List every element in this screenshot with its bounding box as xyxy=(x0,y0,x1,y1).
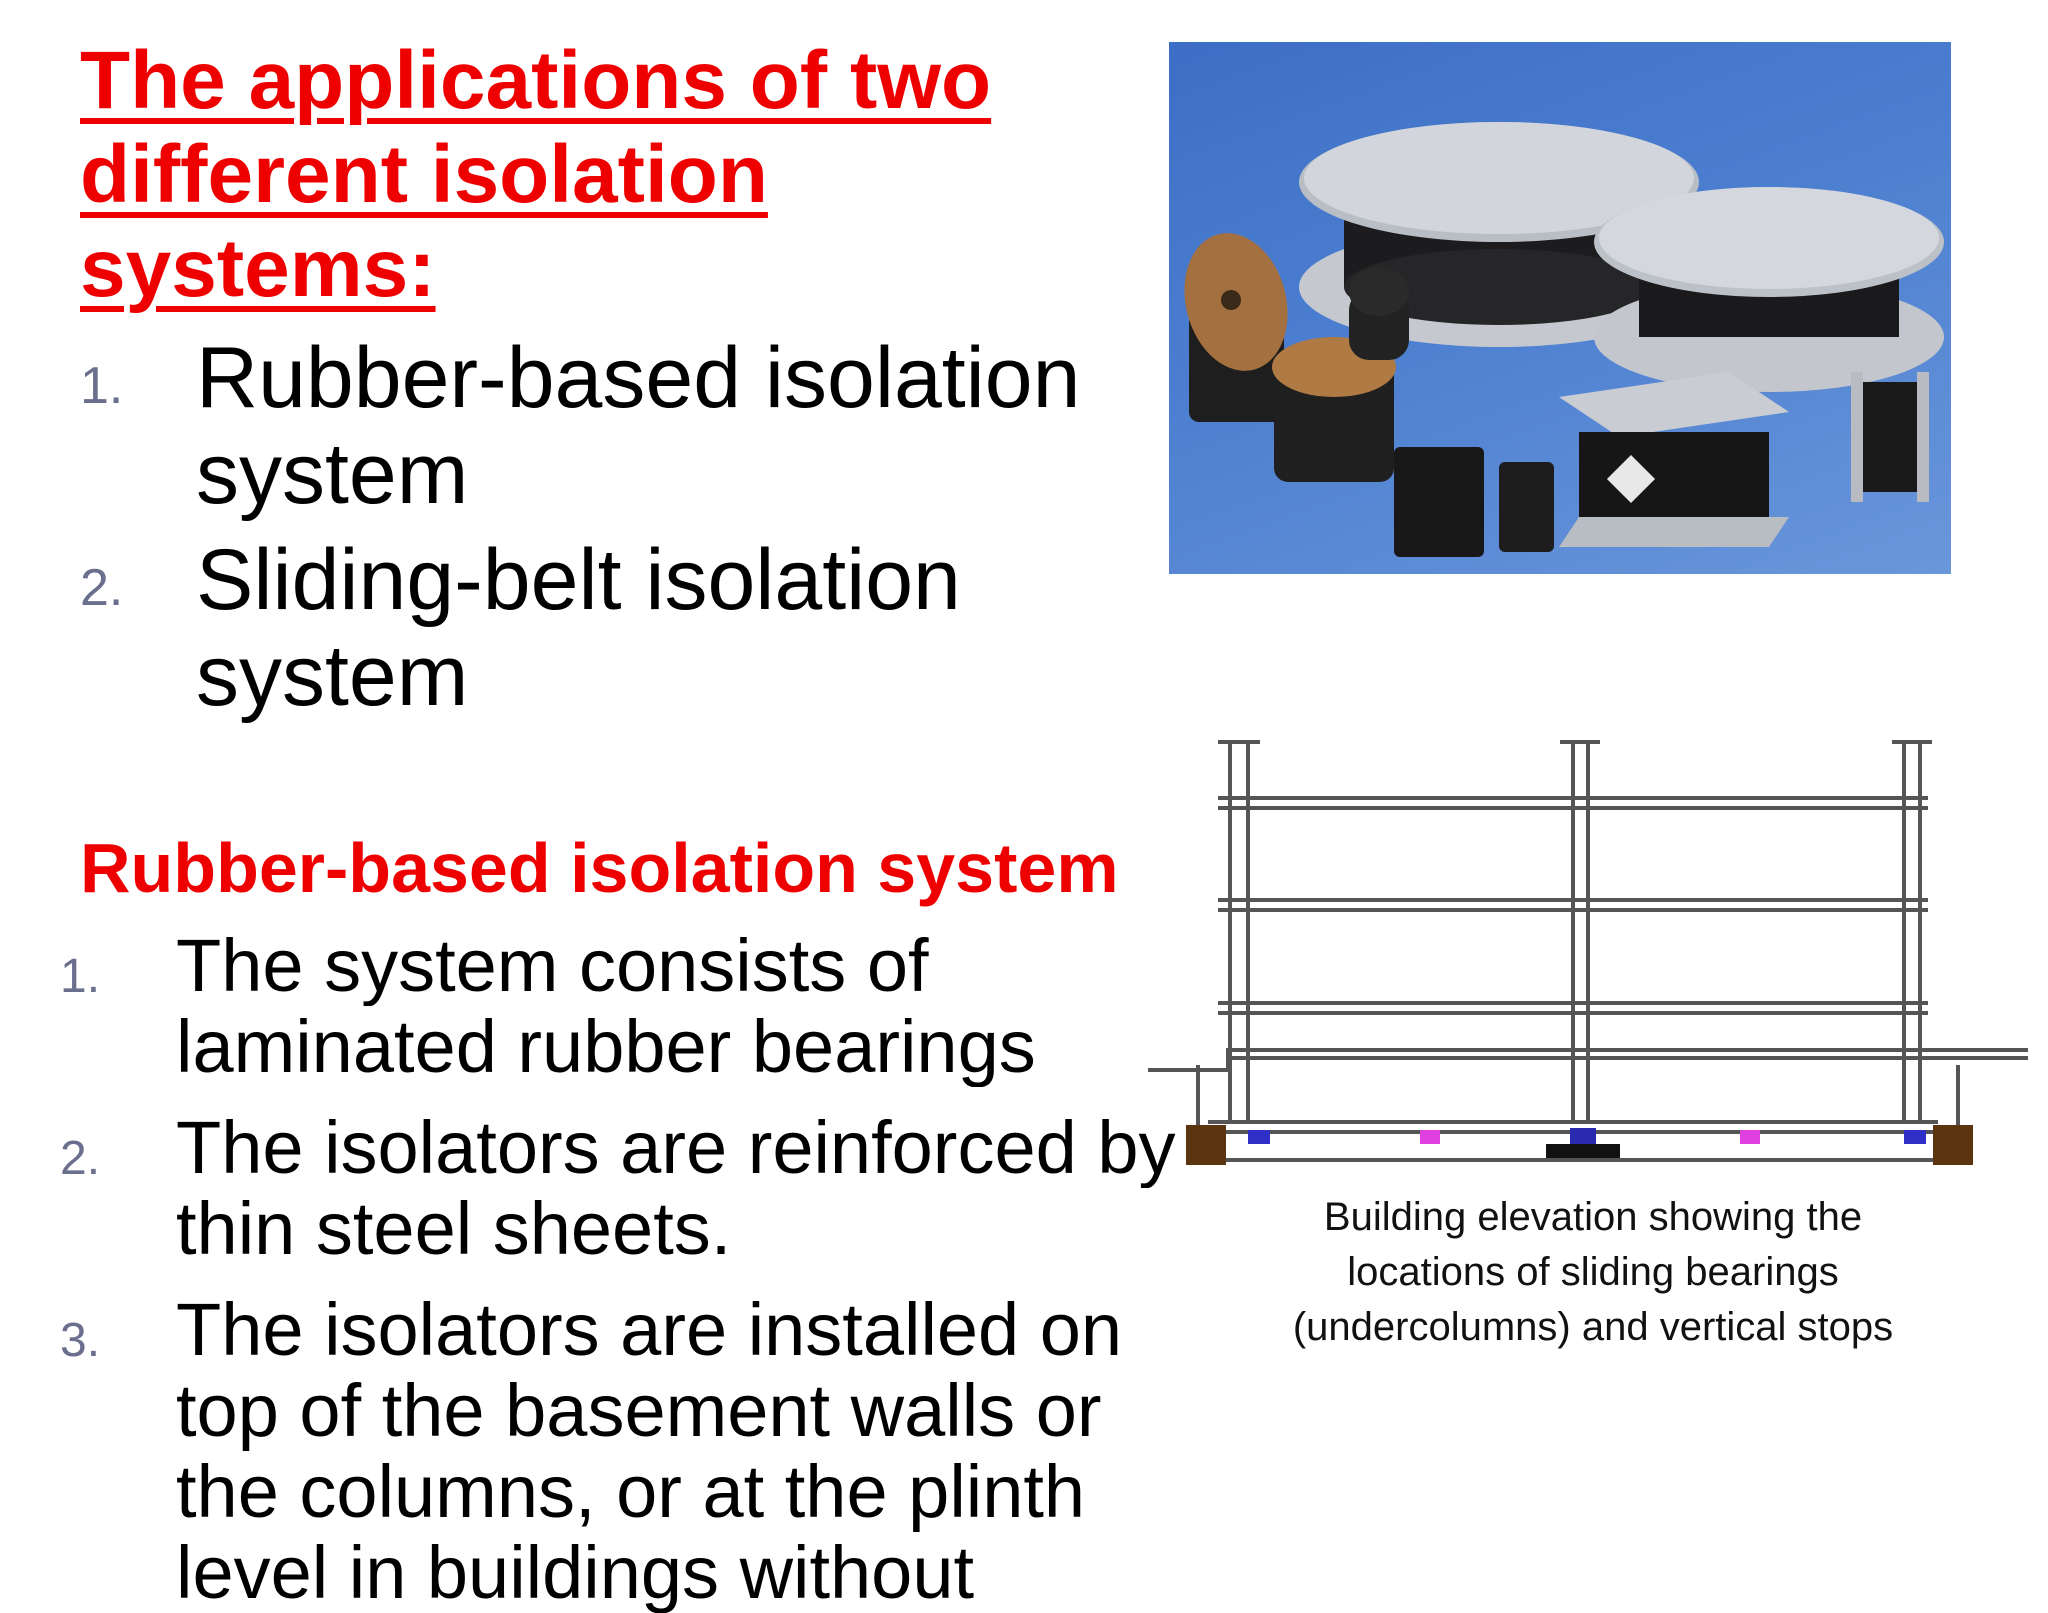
list-item: 1. The system consists of laminated rubb… xyxy=(60,925,1150,1087)
list-number: 2. xyxy=(80,559,124,617)
list-item-line: top of the basement walls or xyxy=(176,1370,1102,1451)
list-item-line: laminated rubber bearings xyxy=(176,1006,1036,1087)
sliding-bearing xyxy=(1904,1130,1926,1144)
list-item: 2. The isolators are reinforced by thin … xyxy=(60,1107,1175,1269)
list-item: 1. Rubber-based isolation system xyxy=(80,330,1120,522)
central-stop xyxy=(1546,1144,1620,1158)
slide-title: The applications of two different isolat… xyxy=(80,35,992,314)
list-item-line: The system consists of xyxy=(176,925,929,1006)
list-item-line: level in buildings without xyxy=(176,1532,975,1613)
basement-wall xyxy=(1186,1125,1226,1165)
vertical-stop xyxy=(1740,1130,1760,1144)
basement-wall xyxy=(1933,1125,1973,1165)
section-heading: Rubber-based isolation system xyxy=(80,829,1119,907)
rubber-system-points-list: 1. The system consists of laminated rubb… xyxy=(60,925,1175,1613)
list-item-line: The isolators are installed on xyxy=(176,1289,1123,1370)
list-item-text: Rubber-based isolation system xyxy=(196,330,1081,522)
building-elevation-diagram xyxy=(1148,740,2028,1165)
list-item: 3. The isolators are installed on top of… xyxy=(60,1289,1150,1613)
vertical-stop xyxy=(1420,1130,1440,1144)
list-item-line: The isolators are reinforced by xyxy=(176,1107,1176,1188)
rubber-bearings-photo xyxy=(1169,42,1951,574)
diagram-caption: Building elevation showing the locations… xyxy=(1292,1195,1894,1349)
list-item: 2. Sliding-belt isolation system xyxy=(80,532,1120,724)
list-number: 2. xyxy=(60,1132,101,1185)
list-number: 1. xyxy=(60,950,101,1003)
rubber-bearings-illustration xyxy=(1184,122,1944,557)
list-number: 1. xyxy=(80,357,124,415)
sliding-bearing xyxy=(1248,1130,1270,1144)
list-number: 3. xyxy=(60,1314,101,1367)
list-item-line: the columns, or at the plinth xyxy=(176,1451,1086,1532)
isolation-systems-list: 1. Rubber-based isolation system 2. Slid… xyxy=(80,330,1120,724)
list-item-line: thin steel sheets. xyxy=(176,1188,732,1269)
sliding-bearing xyxy=(1570,1128,1596,1144)
list-item-text: Sliding-belt isolation system xyxy=(196,532,961,724)
